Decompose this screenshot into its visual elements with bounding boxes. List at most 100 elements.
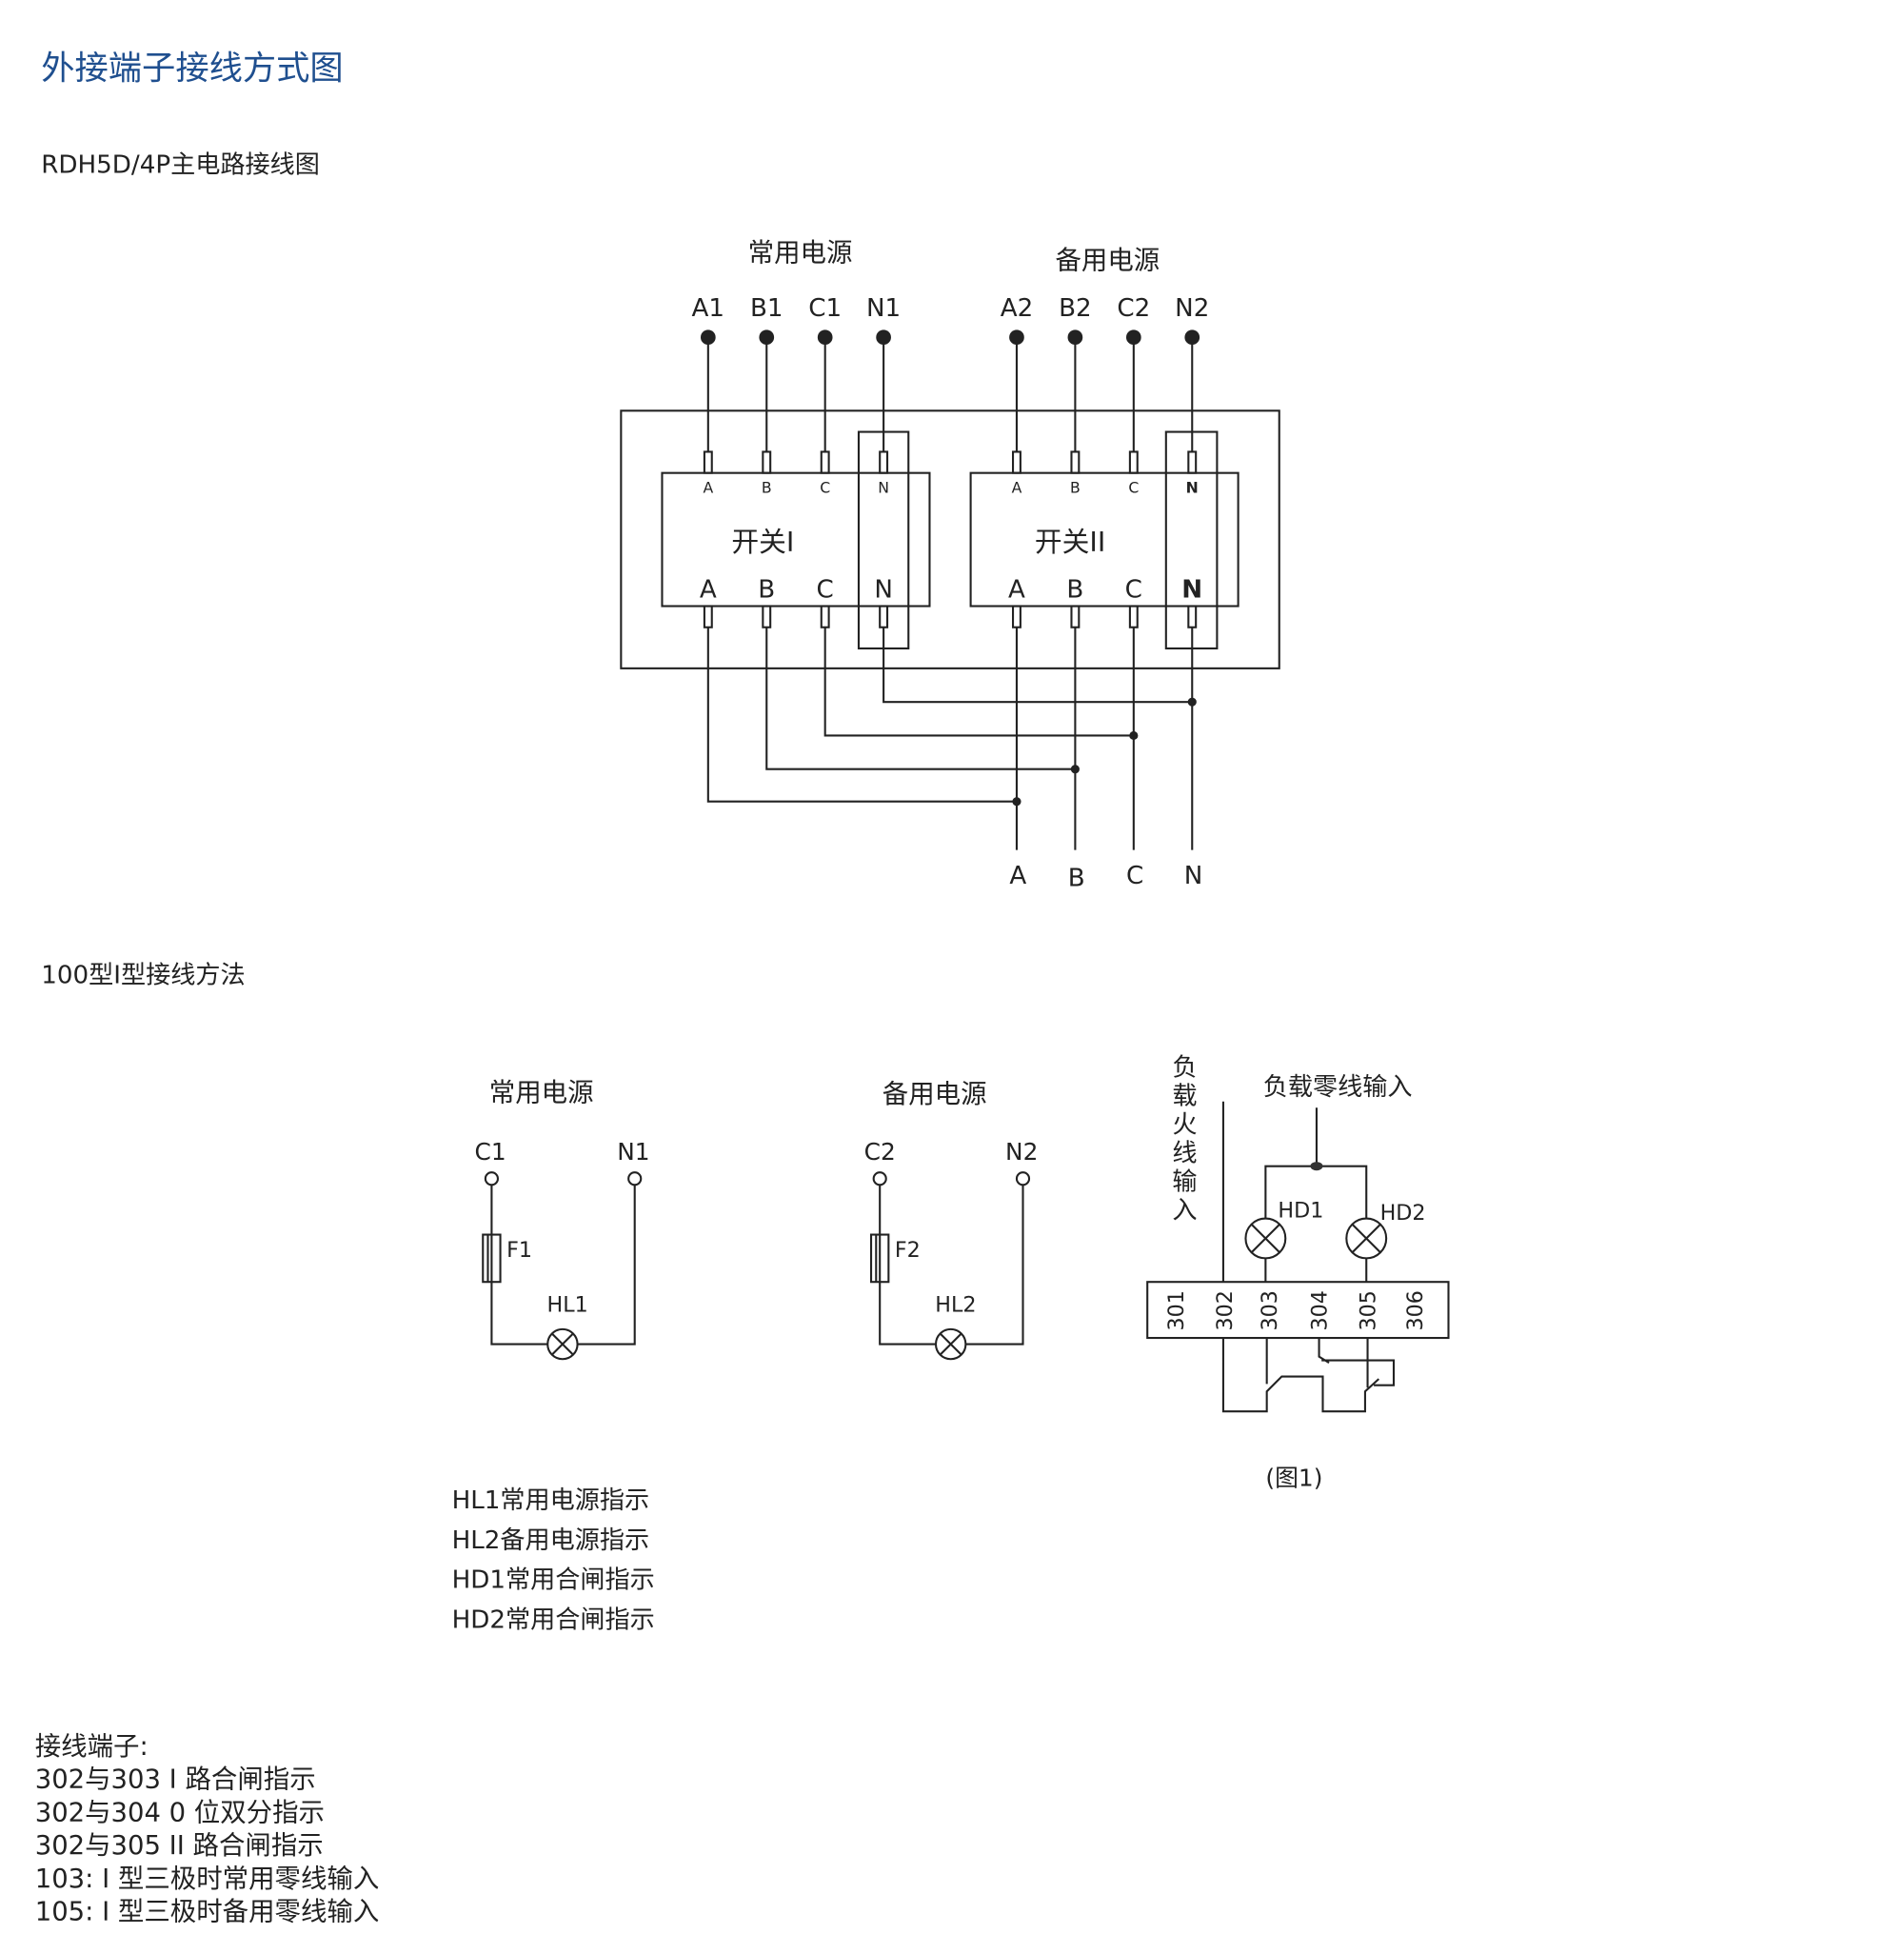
load-live-char: 线 [1172, 1139, 1197, 1167]
pole-label: C [1125, 575, 1142, 604]
output-label: B [1068, 865, 1085, 893]
fuse-f1 [482, 1233, 502, 1284]
fuse-f2 [869, 1233, 890, 1284]
output-label: A [1009, 862, 1026, 890]
note-line: 302与305 II 路合闸指示 [35, 1831, 324, 1861]
normal-source-label: 常用电源 [748, 238, 853, 268]
hl2-label: HL2 [935, 1293, 976, 1318]
junction-dots [1012, 697, 1197, 807]
c1-label: C1 [475, 1138, 506, 1166]
pole-terminal-bottom [1070, 605, 1081, 628]
lamp-hl1-icon [546, 1327, 579, 1361]
pole-terminal-top [1187, 450, 1198, 474]
switch-2-box [969, 471, 1240, 608]
legend-item: HL1常用电源指示 [452, 1486, 650, 1515]
backup-terminal-label: C2 [1117, 294, 1150, 323]
load-live-char: 载 [1172, 1082, 1197, 1110]
pole-terminal-top [762, 450, 772, 474]
load-live-char: 负 [1172, 1053, 1197, 1082]
bus-wires [706, 627, 1194, 850]
switch-1-box [661, 471, 931, 608]
pole-label-small: B [1070, 479, 1081, 497]
normal-terminal-label: A1 [692, 294, 725, 323]
backup-source-label: 备用电源 [1056, 246, 1160, 275]
normal-terminal-label: C1 [808, 294, 842, 323]
load-neutral-label: 负载零线输入 [1263, 1073, 1413, 1102]
n-pole-2-box [1164, 430, 1219, 649]
pole-terminal-bottom [879, 605, 889, 628]
lamp-hd1-icon [1244, 1217, 1287, 1260]
legend: HL1常用电源指示 HL2备用电源指示 HD1常用合闸指示 HD2常用合闸指示 [452, 1486, 655, 1634]
terminal-number: 306 [1403, 1290, 1428, 1330]
page-title: 外接端子接线方式图 [41, 50, 343, 89]
hl1-label: HL1 [547, 1293, 588, 1318]
pole-terminal-bottom [820, 605, 830, 628]
n-pole-1-box [857, 430, 910, 649]
pole-label: B [758, 575, 775, 604]
switch-1-label: 开关I [731, 526, 794, 558]
f1-label: F1 [506, 1238, 532, 1263]
pole-terminal-bottom [1128, 605, 1139, 628]
pole-label: A [1008, 575, 1025, 604]
backup-indicator-circuit: 备用电源 C2 N2 F2 HL2 [864, 1080, 1038, 1361]
normal-indicator-circuit: 常用电源 C1 N1 F1 HL1 [475, 1079, 650, 1361]
note-line: 302与304 0 位双分指示 [35, 1798, 325, 1827]
legend-item: HD2常用合闸指示 [452, 1606, 655, 1635]
backup-terminal-label: A2 [1001, 294, 1034, 323]
main-circuit-heading: RDH5D/4P主电路接线图 [41, 151, 320, 180]
terminal-number: 305 [1356, 1290, 1380, 1330]
backup-terminal-label: N2 [1175, 294, 1209, 323]
output-label: C [1126, 862, 1143, 890]
n2-label: N2 [1005, 1138, 1038, 1166]
output-label: N [1184, 862, 1203, 890]
n1-label: N1 [617, 1138, 649, 1166]
pole-terminal-top [879, 450, 889, 474]
pole-terminal-top [1070, 450, 1081, 474]
pole-label-small: N [878, 479, 889, 497]
note-line: 302与303 I 路合闸指示 [35, 1765, 316, 1795]
pole-label-small: C [820, 479, 830, 497]
pole-terminal-top [703, 450, 713, 474]
terminal-number: 302 [1213, 1290, 1238, 1330]
legend-item: HL2备用电源指示 [452, 1526, 650, 1555]
hd1-label: HD1 [1278, 1198, 1323, 1223]
enclosure [620, 409, 1280, 669]
terminal-number: 301 [1164, 1290, 1189, 1330]
hd2-label: HD2 [1380, 1201, 1426, 1226]
pole-terminal-top [820, 450, 830, 474]
type-i-heading: 100型I型接线方法 [41, 962, 245, 990]
contact-wiring [1221, 1338, 1396, 1413]
lamp-hd2-icon [1345, 1217, 1388, 1260]
c2-label: C2 [864, 1138, 896, 1166]
pole-label-small: C [1128, 479, 1139, 497]
pole-terminal-bottom [703, 605, 713, 628]
pole-label: A [700, 575, 717, 604]
note-line: 接线端子: [35, 1732, 149, 1762]
pole-label-small: N [1186, 479, 1199, 497]
terminal-number: 304 [1307, 1290, 1332, 1330]
f2-label: F2 [895, 1238, 921, 1263]
load-live-char: 入 [1172, 1197, 1197, 1226]
load-live-char: 火 [1172, 1110, 1197, 1139]
normal-terminal-label: N1 [866, 294, 901, 323]
backup-source-label: 备用电源 [883, 1080, 987, 1109]
pole-label-small: A [1012, 479, 1022, 497]
terminal-notes: 接线端子:302与303 I 路合闸指示 302与304 0 位双分指示 302与3… [35, 1732, 380, 1927]
pole-terminal-bottom [1011, 605, 1021, 628]
backup-terminal-label: B2 [1059, 294, 1092, 323]
lamp-hl2-icon [934, 1327, 967, 1361]
load-live-char: 输 [1172, 1167, 1197, 1196]
pole-terminal-top [1011, 450, 1021, 474]
pole-label: N [874, 575, 893, 604]
pole-label-small: B [762, 479, 772, 497]
terminal-number: 303 [1258, 1290, 1282, 1330]
normal-source-label: 常用电源 [489, 1079, 594, 1108]
terminal-strip [1146, 1281, 1450, 1340]
switch-2-label: 开关II [1035, 526, 1105, 558]
note-line: 103: I 型三极时常用零线输入 [35, 1864, 380, 1894]
pole-label-small: A [703, 479, 713, 497]
pole-label: C [817, 575, 834, 604]
legend-item: HD1常用合闸指示 [452, 1566, 655, 1595]
